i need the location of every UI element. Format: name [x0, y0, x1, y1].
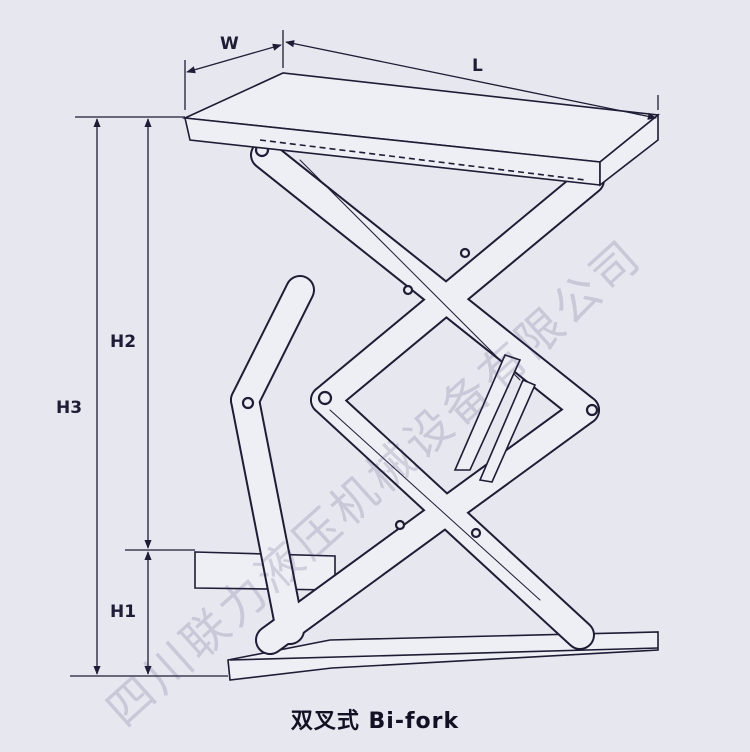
label-h2: H2 — [110, 332, 137, 352]
label-w: W — [220, 34, 239, 54]
dimension-lines — [70, 30, 659, 677]
label-l: L — [472, 56, 483, 76]
hydraulic-cylinders — [453, 354, 537, 483]
top-platform — [182, 72, 660, 187]
label-h1: H1 — [110, 602, 137, 622]
base-frame — [227, 631, 659, 681]
label-h3: H3 — [56, 398, 83, 418]
scissor-arms — [230, 140, 605, 655]
caption: 双叉式 Bi-fork — [290, 709, 460, 734]
